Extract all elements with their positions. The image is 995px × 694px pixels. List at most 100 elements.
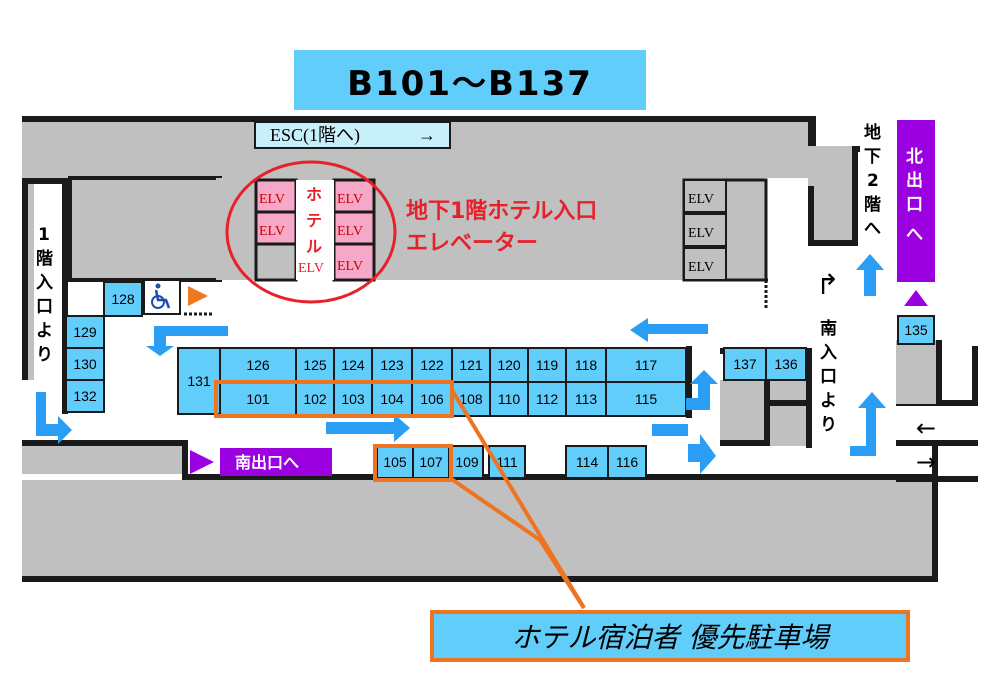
stall-number: 113 [575, 391, 598, 407]
parking-stall [897, 315, 935, 345]
parking-stall [607, 445, 647, 479]
svg-text:よ: よ [820, 391, 837, 411]
svg-text:1: 1 [38, 225, 50, 245]
hotel-priority-highlight-main [214, 380, 454, 418]
south-entrance-label: 南 入 口 よ り [820, 318, 837, 435]
hotel-elevator-highlight-circle [225, 160, 397, 304]
to-b2-label: 地 下 2 階 へ [864, 122, 881, 239]
stall-number: 129 [73, 324, 97, 340]
parking-stall [65, 315, 105, 349]
elv-label: ELV [688, 192, 714, 207]
escalator-arrow: → [418, 125, 436, 145]
first-floor-entrance-label: 1 階 入 口 よ り [36, 225, 53, 365]
arrow-icon [146, 326, 228, 356]
parking-stall [65, 379, 105, 413]
svg-text:下: 下 [864, 147, 881, 167]
elv-label: ELV [259, 192, 285, 207]
svg-text:出: 出 [906, 170, 923, 191]
svg-text:2: 2 [867, 171, 879, 191]
parking-stall [527, 381, 567, 417]
svg-text:り: り [36, 345, 53, 365]
hotel-label-char: ル [306, 237, 322, 256]
stall-number: 109 [455, 454, 479, 470]
stall-number: 120 [497, 357, 521, 373]
stall-number: 123 [380, 357, 404, 373]
arrow-icon [686, 370, 718, 410]
escalator-label: ESC(1階へ) [270, 125, 360, 146]
svg-text:へ: へ [864, 219, 881, 239]
stall-number: 119 [536, 357, 559, 373]
hotel-elevator-group: ELV ELV ELV ELV ELV ホ テ ル ELV [225, 160, 397, 304]
hotel-note-line2: エレベーター [406, 231, 538, 256]
stall-number: 111 [496, 454, 517, 470]
stall-number: 107 [419, 454, 443, 470]
entrance-triangle-icon [188, 286, 208, 306]
stall-number: 122 [420, 357, 444, 373]
elv-label: ELV [337, 224, 363, 239]
parking-stall [450, 445, 484, 479]
parking-stall [219, 347, 297, 383]
stall-number: 106 [420, 391, 444, 407]
stall-number: 130 [73, 356, 97, 372]
stall-number: 137 [733, 356, 757, 372]
parking-stall [527, 347, 567, 383]
stall-number: 117 [635, 357, 658, 373]
svg-text:口: 口 [820, 367, 837, 387]
north-exit-panel [897, 120, 935, 282]
svg-text:よ: よ [36, 321, 53, 341]
stall-number: 126 [246, 357, 270, 373]
hotel-priority-highlight-south [373, 444, 453, 482]
arrow-icon [856, 254, 884, 296]
elevator-group-right: ELV ELV ELV [682, 178, 768, 310]
stall-number: 105 [383, 454, 407, 470]
svg-text:口: 口 [36, 297, 53, 317]
elv-label: ELV [337, 259, 363, 274]
svg-text:へ: へ [906, 225, 923, 245]
parking-stall [565, 445, 609, 479]
elv-label: ELV [688, 226, 714, 241]
stall-number: 114 [576, 454, 599, 470]
parking-stall [565, 381, 607, 417]
stall-number: 136 [774, 356, 798, 372]
svg-text:北: 北 [906, 147, 923, 167]
lane-arrow-left-icon: ← [916, 414, 936, 442]
arrow-icon [652, 424, 716, 474]
divider [686, 346, 692, 418]
stall-number: 101 [246, 391, 270, 407]
stall-number: 135 [904, 322, 928, 338]
page-title: B101〜B137 [294, 50, 646, 110]
stall-number: 115 [635, 391, 658, 407]
hotel-note-line1: 地下1階ホテル入口 [406, 199, 597, 224]
svg-text:口: 口 [906, 195, 923, 215]
parking-stall [371, 381, 413, 417]
parking-stall [765, 347, 807, 381]
arrow-icon [36, 392, 72, 444]
stall-number: 121 [459, 357, 483, 373]
parking-stall [65, 347, 105, 381]
stall-number: 132 [73, 388, 97, 404]
stall-number: 102 [303, 391, 327, 407]
parking-stall [488, 445, 526, 479]
stall-number: 108 [459, 391, 483, 407]
parking-stall [605, 347, 687, 383]
parking-stall [489, 381, 529, 417]
stall-number: 128 [111, 291, 135, 307]
svg-text:り: り [820, 415, 837, 435]
hotel-elv-label: ELV [298, 261, 324, 276]
svg-text:地: 地 [864, 122, 881, 143]
callout-line [448, 476, 586, 610]
svg-text:階: 階 [864, 195, 881, 215]
wheelchair-icon [151, 283, 171, 309]
parking-stall [177, 347, 221, 415]
hotel-label-char: テ [306, 211, 322, 230]
arrow-icon [850, 392, 886, 456]
stall-number: 125 [303, 357, 327, 373]
lane-arrow-right-icon: → [916, 448, 936, 476]
stall-number: 112 [536, 391, 559, 407]
hotel-label-char: ホ [306, 185, 322, 204]
stall-number: 110 [498, 391, 521, 407]
elv-label: ELV [337, 192, 363, 207]
south-exit-label: 南出口へ [235, 453, 299, 472]
